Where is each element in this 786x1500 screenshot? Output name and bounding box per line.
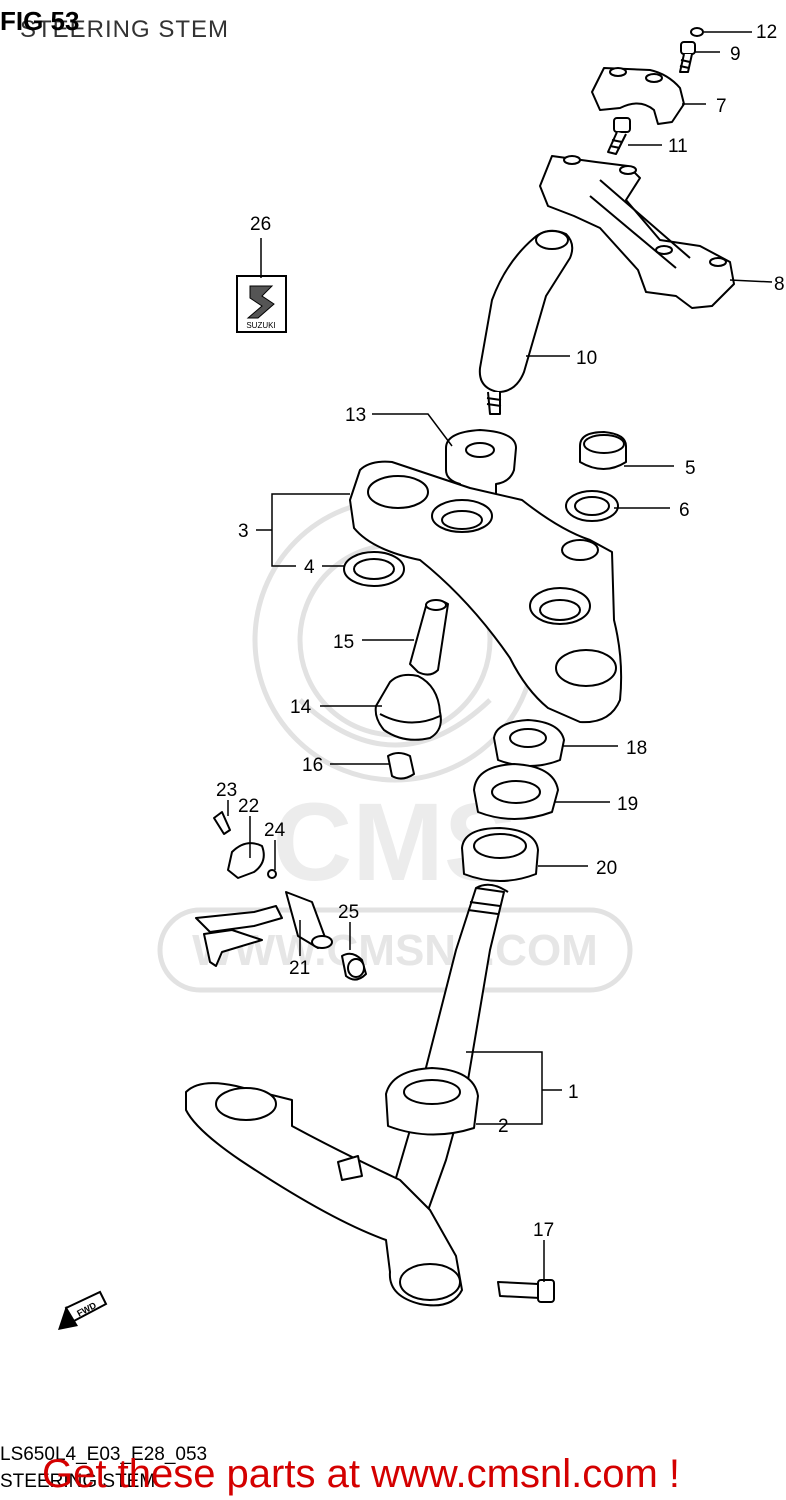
part-24-washer [267,869,277,879]
callout-numbers: 12 9 7 11 8 26 10 13 5 6 3 4 15 14 18 16… [216,22,785,1241]
callout-10: 10 [576,348,597,369]
callout-17: 17 [533,1220,554,1241]
callout-3: 3 [238,521,249,542]
callout-7: 7 [716,96,727,117]
promo-link[interactable]: Get these parts at www.cmsnl.com ! [42,1452,680,1496]
callout-24: 24 [264,820,286,841]
callout-9: 9 [730,44,741,65]
footer-code: LS650L4_E03_E28_053 [0,1444,208,1465]
watermark-text: WWW.CMSNL.COM [192,926,598,975]
part-2-bearing [385,1067,479,1136]
figure-subtitle: STEERING STEM [20,16,230,43]
callout-5: 5 [685,458,696,479]
callout-1: 1 [568,1082,579,1103]
part-4-washer [343,551,405,587]
callout-2: 2 [498,1116,509,1137]
part-5-cap [579,431,627,470]
part-15-pin [409,599,449,676]
part-13-damper [445,429,517,499]
part-10-tube [478,229,574,415]
callout-12: 12 [756,22,777,43]
part-8-holder-lower [539,155,735,309]
part-3-upper-bracket [349,460,623,724]
suzuki-logo-text: SUZUKI [246,321,275,330]
callout-16: 16 [302,755,323,776]
part-20-bearing [461,827,539,882]
part-17-bolt [497,1279,555,1303]
callout-6: 6 [679,500,690,521]
callout-23: 23 [216,780,237,801]
part-6-washer [565,490,619,522]
part-25-cap [341,952,367,981]
figure-title: FIG 53 [0,6,80,36]
part-12-cap [690,27,704,37]
fwd-badge: FWD [58,1290,108,1330]
callout-18: 18 [626,738,647,759]
part-21-lock [195,891,333,967]
callout-14: 14 [290,697,312,718]
part-9-bolt [679,41,696,73]
part-14-grommet [374,673,442,741]
footer-title: STEERING STEM [0,1471,156,1492]
callout-4: 4 [304,557,315,578]
callout-20: 20 [596,858,617,879]
part-18-nut [493,719,565,767]
callout-19: 19 [617,794,638,815]
callout-11: 11 [668,136,688,157]
leader-lines [227,31,773,1282]
part-22-lock-plate [227,842,265,879]
part-11-bolt [607,117,631,155]
part-7-holder-upper [591,67,685,125]
suzuki-logo: SUZUKI [236,275,287,333]
callout-15: 15 [333,632,354,653]
part-23-screw [213,811,231,835]
callout-8: 8 [774,274,785,295]
callout-21: 21 [289,958,310,979]
callout-26: 26 [250,214,271,235]
callout-25: 25 [338,902,359,923]
callout-22: 22 [238,796,259,817]
callout-13: 13 [345,405,366,426]
part-19-dust-seal [473,763,559,820]
part-16-plug [387,752,415,780]
